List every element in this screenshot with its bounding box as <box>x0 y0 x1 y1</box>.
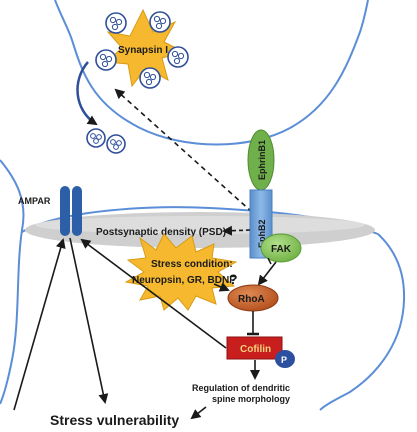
vesicle <box>167 46 189 68</box>
psd-label: Postsynaptic density (PSD) <box>96 227 226 238</box>
phosphorylation-marker <box>275 350 295 368</box>
vesicle <box>95 49 117 71</box>
ephrinb1-label: EphrinB1 <box>257 140 267 180</box>
regulation-line-1: Regulation of dendritic <box>192 383 290 393</box>
cofilin-protein <box>226 336 283 360</box>
postsynaptic-membrane-right <box>319 233 406 411</box>
docked-vesicle <box>106 134 126 154</box>
cofilin-label: Cofilin <box>240 344 271 355</box>
fak-to-rhoa-arrow <box>257 261 277 286</box>
ephb2-label: EphB2 <box>257 219 267 248</box>
docked-vesicle <box>86 128 106 148</box>
postsynaptic-membrane <box>0 159 25 405</box>
ampar-subunit-right <box>72 186 82 236</box>
phosphorylation-label: P <box>281 355 287 365</box>
rhoa-label: RhoA <box>238 294 265 305</box>
stress-condition-burst <box>124 233 238 311</box>
vesicle-cluster <box>95 11 189 89</box>
vesicle <box>105 12 127 34</box>
stress-condition-factors: Neuropsin, GR, BDNF <box>132 275 235 286</box>
ephb2-to-synapsin-arrow <box>114 88 253 213</box>
vesicle <box>139 67 161 89</box>
fak-label: FAK <box>271 244 292 255</box>
fak-protein <box>260 233 302 263</box>
ephb2-to-psd-arrow <box>222 225 251 236</box>
stress-vulnerability-label: Stress vulnerability <box>50 412 179 428</box>
psd-highlight <box>35 216 365 234</box>
synapsin-label: Synapsin I <box>118 45 168 56</box>
regulation-to-stress-arrow <box>190 406 207 420</box>
ephb2-to-fak-arrow <box>267 257 272 265</box>
vesicle-release-arrow <box>76 61 98 126</box>
stress-to-ampar-arrow <box>13 238 66 411</box>
stress-to-rhoa-arrow <box>213 282 230 292</box>
ampar-subunit-left <box>60 186 70 236</box>
ampar-label: AMPAR <box>18 196 51 206</box>
stress-condition-title: Stress condition: <box>151 259 233 270</box>
cofilin-to-ampar-arrow <box>80 238 227 349</box>
stress-question-mark: ? <box>229 271 238 287</box>
vesicle <box>149 11 171 33</box>
ampar-to-stress-arrow <box>69 237 109 404</box>
presynaptic-membrane <box>54 0 369 146</box>
regulation-line-2: spine morphology <box>212 394 290 404</box>
